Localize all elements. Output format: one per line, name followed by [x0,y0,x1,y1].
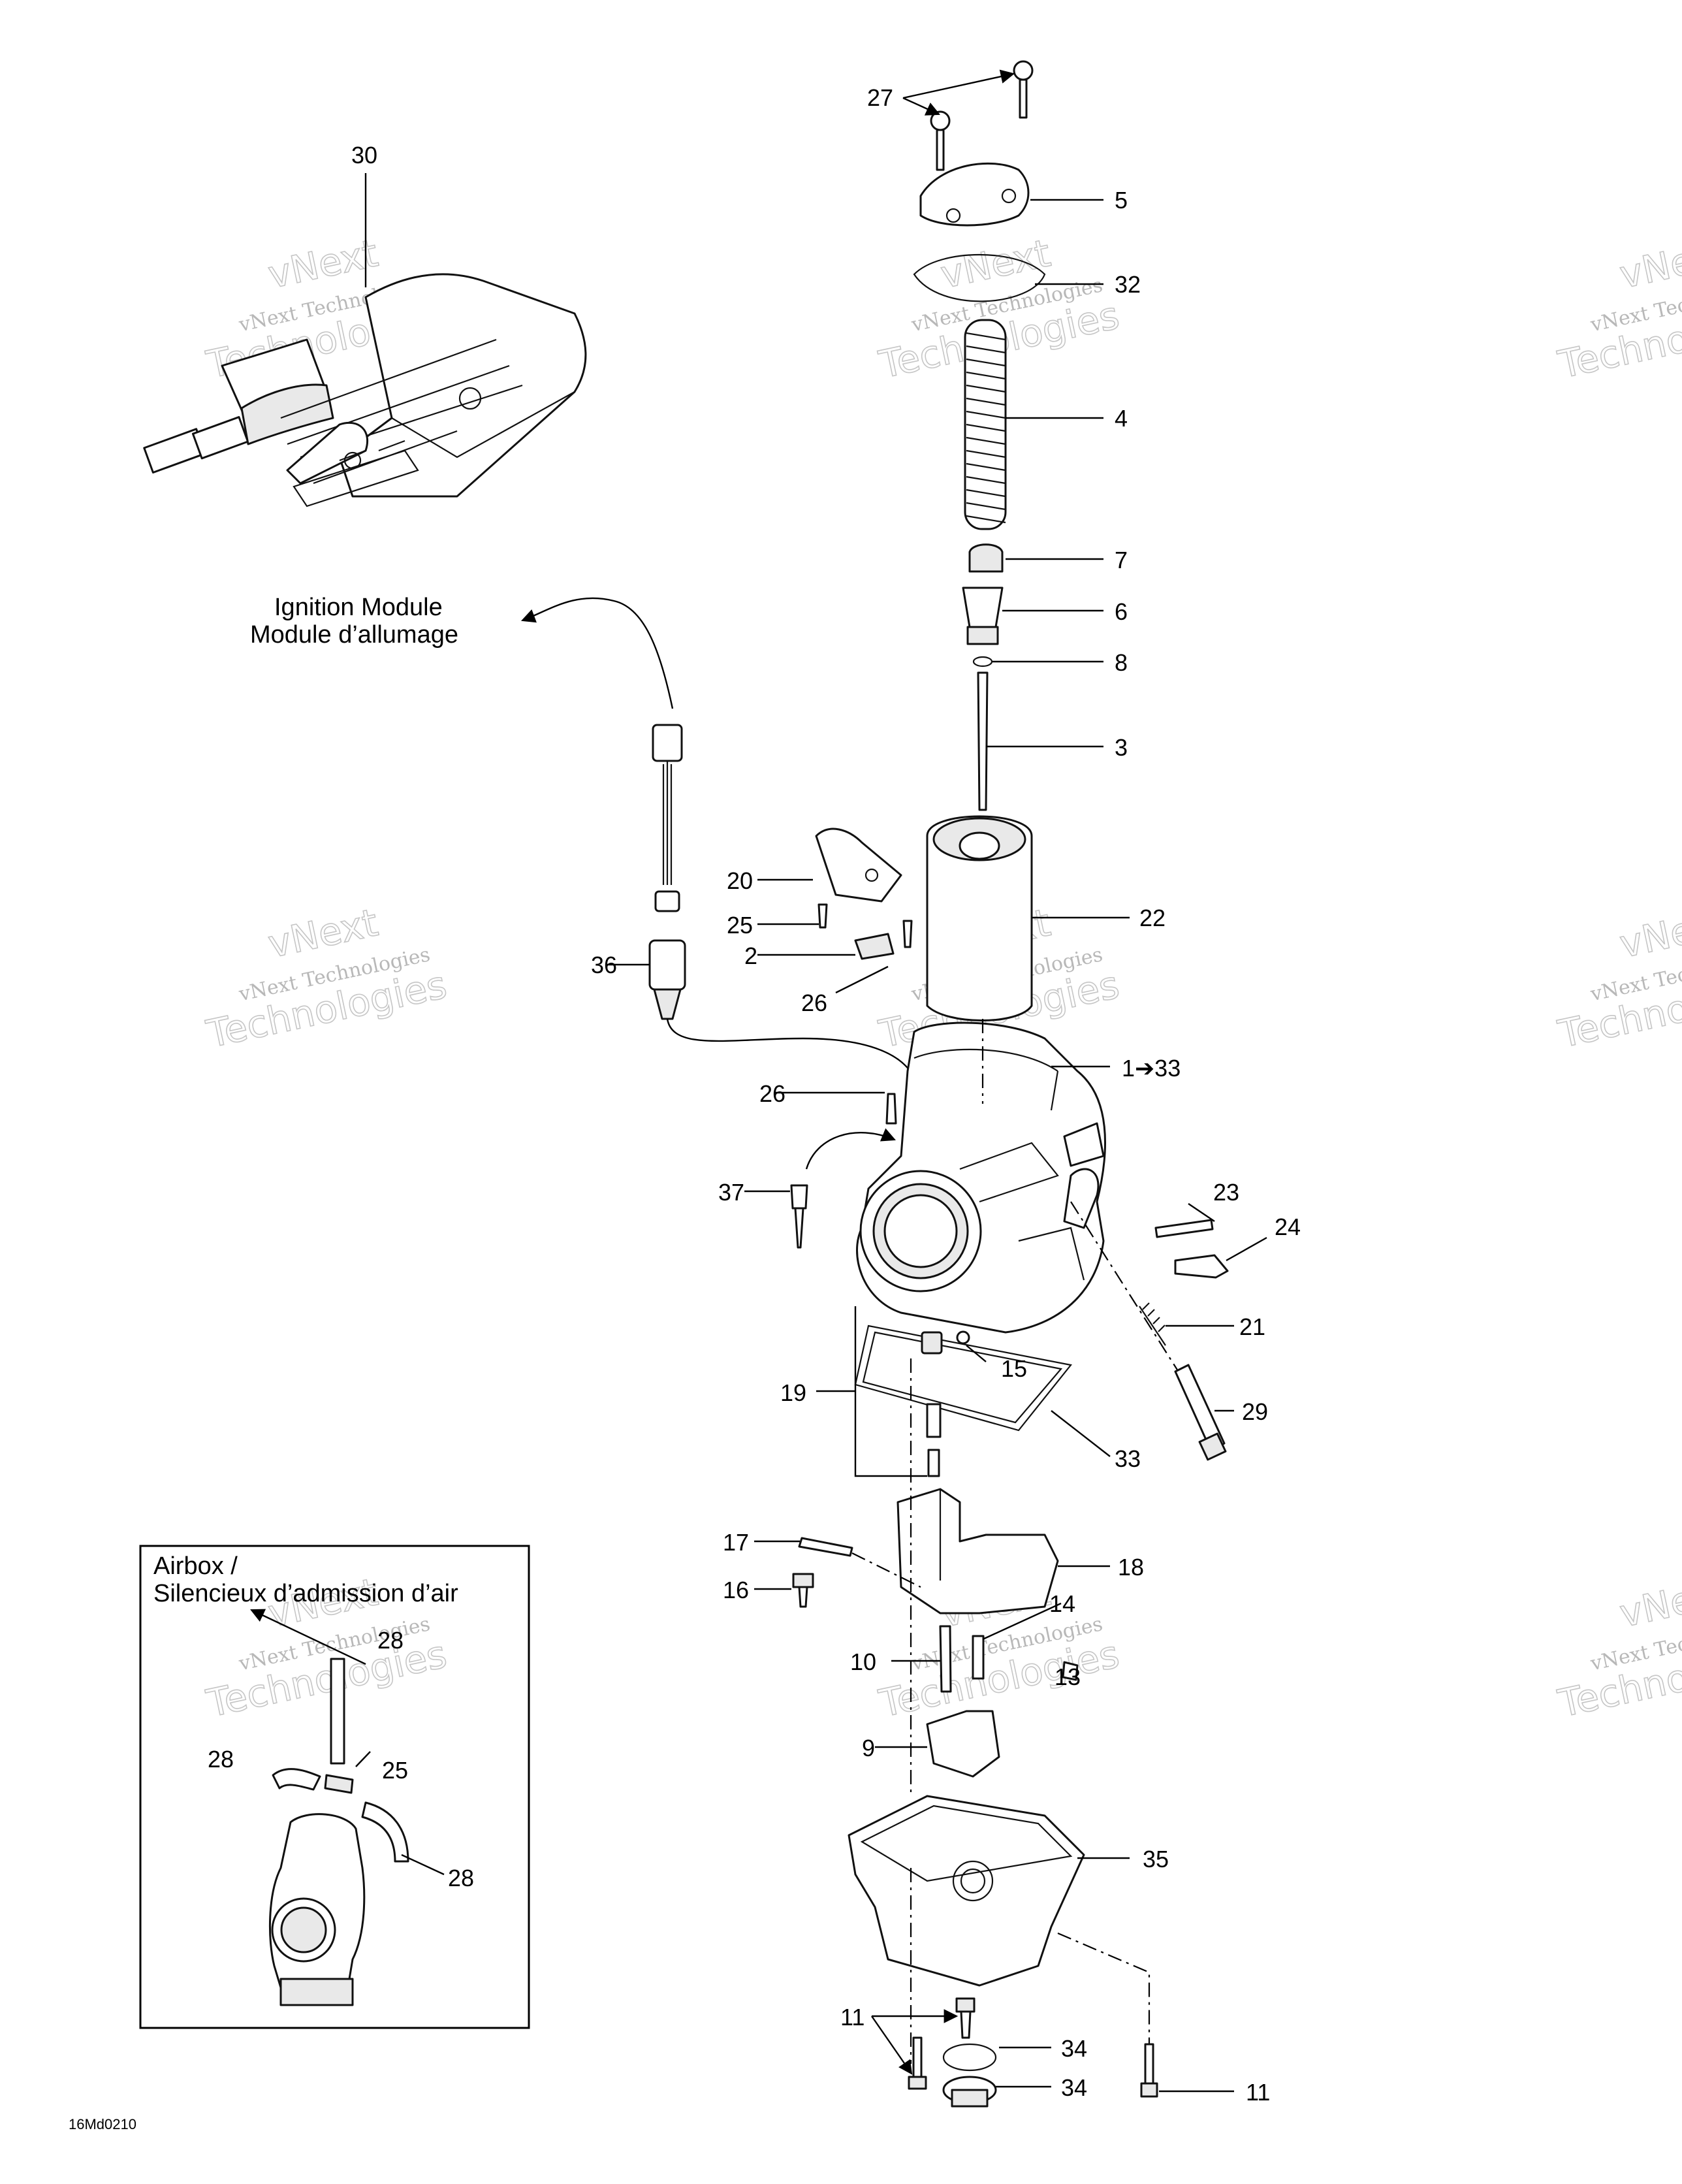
callout-23: 24 [1275,1213,1301,1240]
callout-15: 16 [723,1577,749,1603]
callout-32: 34 [1061,2035,1087,2062]
callout-7: 7 [1115,547,1128,573]
figure-code: 16Md0210 [69,2116,136,2132]
airbox-inset: Airbox / Silencieux d’admission d’air [139,1545,530,2029]
callout-10: 10 [850,1648,876,1675]
svg-text:vNext: vNext [1616,900,1682,967]
callout-36: 35 [1143,1846,1169,1872]
callout-19: 20 [727,867,753,894]
ignition-module-label-fr: Module d’allumage [250,621,458,649]
callout-25: 25 [727,912,753,939]
callout-11b: 11 [1246,2079,1270,2106]
svg-text:vNext: vNext [1616,231,1682,297]
callout-34: 30 [351,142,377,169]
inset-title-line2: Silencieux d’admission d’air [153,1580,458,1607]
callout-17: 18 [1118,1554,1144,1581]
callout-8: 8 [1115,649,1128,676]
callout-1-33: 1➔33 [1122,1055,1181,1082]
ignition-module-label-en: Ignition Module [274,594,443,621]
callout-22: 23 [1213,1179,1239,1206]
callout-26: 26 [759,1080,785,1107]
callout-20: 21 [1239,1313,1265,1340]
callout-3: 3 [1115,734,1128,761]
slide-assembly-drawing [913,60,1046,811]
callout-30: 32 [1115,271,1141,298]
callout-11: 11 [840,2004,865,2031]
callout-35: 36 [591,952,617,978]
inset-title-line1: Airbox / [153,1552,238,1580]
callout-29: 29 [1242,1398,1268,1425]
carburetor-body-drawing [790,815,1229,1461]
callout-31: 33 [1115,1445,1141,1472]
callout-24: 25 [382,1757,408,1784]
callout-14: 15 [1001,1355,1027,1382]
callout-28: 28 [377,1627,404,1654]
callout-28b: 28 [208,1746,234,1773]
ignition-wire-drawing [520,597,915,1078]
callout-27: 27 [867,84,893,111]
callout-13: 14 [1049,1590,1075,1617]
callout-4: 4 [1115,405,1128,432]
callout-2: 2 [744,942,757,969]
float-bowl-drawing [792,1306,1158,2108]
callout-numbers: 30 27 5 32 4 7 6 8 3 22 20 25 2 26 36 1➔… [208,84,1301,2106]
callout-5: 5 [1115,187,1128,214]
svg-text:vNext: vNext [1616,1569,1682,1636]
callout-6: 6 [1115,598,1128,625]
callout-12: 13 [1055,1663,1081,1690]
callout-18: 19 [780,1379,806,1406]
callout-21: 22 [1139,905,1166,931]
leader-lines [364,69,1267,2093]
callout-33: 34 [1061,2074,1087,2101]
callout-37: 37 [718,1179,744,1206]
callout-16: 17 [723,1529,749,1556]
callout-28c: 28 [448,1865,474,1891]
tool-kit-drawing [143,273,587,507]
callout-9: 9 [862,1735,875,1761]
callout-25b: 26 [801,989,827,1016]
